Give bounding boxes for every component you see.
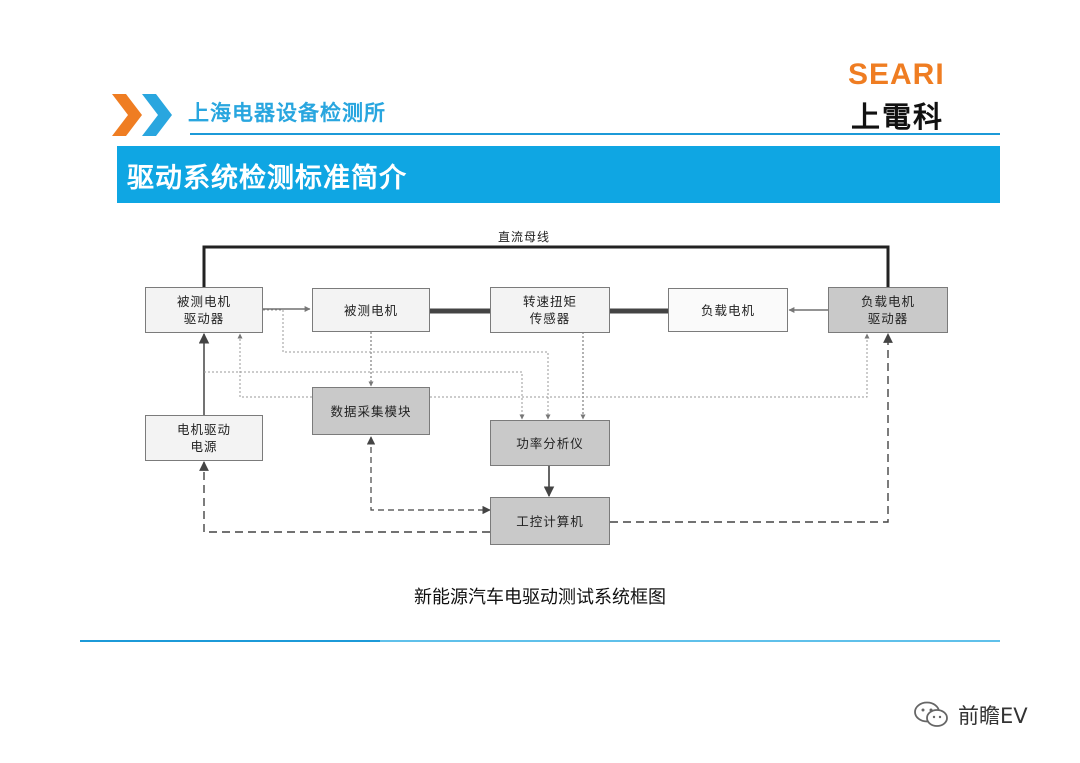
wechat-icon (914, 701, 948, 727)
node-label: 被测电机 (343, 302, 398, 318)
node-power-analyzer: 功率分析仪 (490, 420, 610, 466)
dotted-analyzer-link (430, 333, 870, 398)
dc-bus-line (202, 245, 890, 289)
node-load-drive: 负载电机驱动器 (828, 287, 948, 333)
node-ipc: 工控计算机 (490, 497, 610, 545)
dc-bus-label: 直流母线 (498, 230, 551, 244)
node-label: 驱动器 (183, 311, 225, 326)
watermark: 前瞻EV (912, 698, 1028, 732)
node-daq: 数据采集模块 (312, 387, 430, 435)
watermark-text: 前瞻EV (958, 704, 1028, 728)
header-rule (190, 133, 1000, 135)
node-dut-motor: 被测电机 (312, 288, 430, 332)
node-torque-sensor: 转速扭矩传感器 (490, 287, 610, 333)
node-label: 功率分析仪 (516, 435, 584, 451)
node-label: 电源 (190, 439, 218, 454)
dashed-daq-ipc (366, 436, 491, 515)
dashed-ipc-to-power (199, 461, 490, 533)
node-label: 驱动器 (867, 311, 909, 326)
node-label: 数据采集模块 (330, 403, 412, 419)
node-label: 负载电机 (700, 302, 755, 318)
footer-rule (80, 640, 1000, 642)
dotted-drive-to-analyzer (263, 309, 551, 420)
node-drive-power: 电机驱动电源 (145, 415, 263, 461)
node-label: 被测电机 (176, 294, 231, 309)
diagram-caption: 新能源汽车电驱动测试系统框图 (414, 587, 666, 608)
node-label: 电机驱动 (176, 422, 231, 437)
dotted-daq-to-drive (237, 333, 312, 398)
org-name: 上海电器设备检测所 (188, 101, 386, 125)
logo-seari: SEARI (848, 58, 945, 91)
node-load-motor: 负载电机 (668, 288, 788, 332)
node-label: 传感器 (529, 311, 571, 326)
title-bar: 驱动系统检测标准简介 (117, 146, 1000, 203)
node-dut-drive: 被测电机驱动器 (145, 287, 263, 333)
logo-chinese: 上電科 (851, 100, 945, 134)
node-label: 工控计算机 (516, 513, 584, 529)
node-label: 负载电机 (860, 294, 915, 309)
dotted-power-to-analyzer (204, 371, 525, 420)
chevron-arrows-icon (112, 94, 172, 136)
dashed-ipc-to-loaddrive (610, 333, 893, 523)
page-title: 驱动系统检测标准简介 (127, 163, 407, 194)
node-label: 转速扭矩 (522, 294, 577, 309)
